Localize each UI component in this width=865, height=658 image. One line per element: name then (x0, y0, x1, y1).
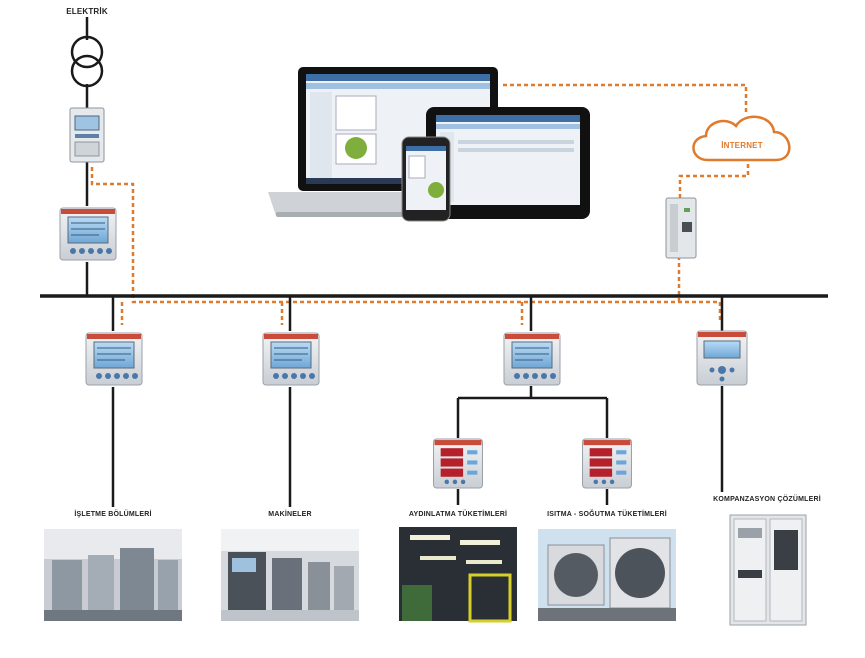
main-energy-meter (69, 107, 105, 163)
label-isitma-sogutma-tuketimleri: ISITMA - SOĞUTMA TÜKETİMLERİ (547, 511, 667, 518)
label-elektrik: ELEKTRİK (66, 7, 108, 16)
transformer-icon (70, 35, 104, 88)
meter-aydinlatma (432, 438, 484, 489)
main-energy-analyzer (59, 207, 117, 261)
analyzer-isletme (85, 332, 143, 386)
din-rail-gateway-icon (665, 197, 697, 259)
compensation-controller (696, 330, 748, 386)
photo-isletme (44, 529, 182, 621)
cloud-icon (692, 115, 791, 162)
phone-icon (401, 136, 451, 222)
data-link-network (90, 83, 750, 325)
photo-makineler (221, 529, 359, 621)
power-line-network (40, 17, 828, 507)
label-makineler: MAKİNELER (268, 511, 312, 518)
analyzer-branch (503, 332, 561, 386)
analyzer-makineler (262, 332, 320, 386)
meter-isitma (582, 438, 632, 489)
label-isletme-bolumleri: İŞLETME BÖLÜMLERİ (74, 511, 152, 518)
photo-kompanzasyon (729, 514, 807, 626)
tablet-icon (426, 107, 590, 219)
label-internet: İNTERNET (721, 141, 763, 150)
label-kompanzasyon-cozumleri: KOMPANZASYON ÇÖZÜMLERİ (713, 496, 821, 503)
photo-aydinlatma (399, 527, 517, 623)
label-aydinlatma-tuketimleri: AYDINLATMA TÜKETİMLERİ (408, 511, 508, 518)
photo-isitma (538, 529, 676, 621)
